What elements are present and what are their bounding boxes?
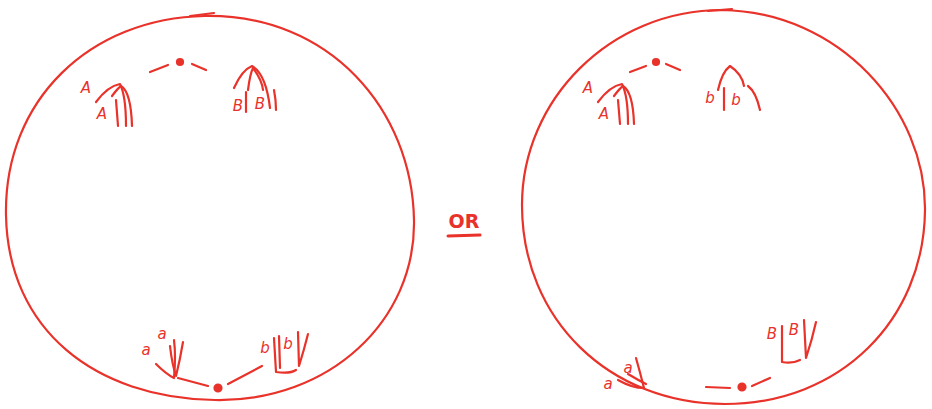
allele-label: A bbox=[81, 81, 91, 96]
choice-word: OR bbox=[449, 212, 480, 231]
allele-label: b bbox=[705, 91, 715, 106]
allele-label: B bbox=[767, 327, 777, 342]
allele-label: b bbox=[731, 93, 741, 108]
allele-label: A bbox=[599, 107, 609, 122]
allele-label: A bbox=[97, 107, 107, 122]
allele-label: b bbox=[260, 341, 270, 356]
allele-label: b bbox=[283, 337, 293, 352]
allele-label: a bbox=[623, 361, 632, 376]
allele-label: B bbox=[233, 99, 243, 114]
allele-label: a bbox=[603, 377, 612, 392]
allele-label: B bbox=[789, 323, 799, 338]
allele-label: B bbox=[255, 97, 265, 112]
allele-label: a bbox=[141, 343, 150, 358]
allele-label: a bbox=[157, 327, 166, 342]
allele-label: A bbox=[583, 81, 593, 96]
